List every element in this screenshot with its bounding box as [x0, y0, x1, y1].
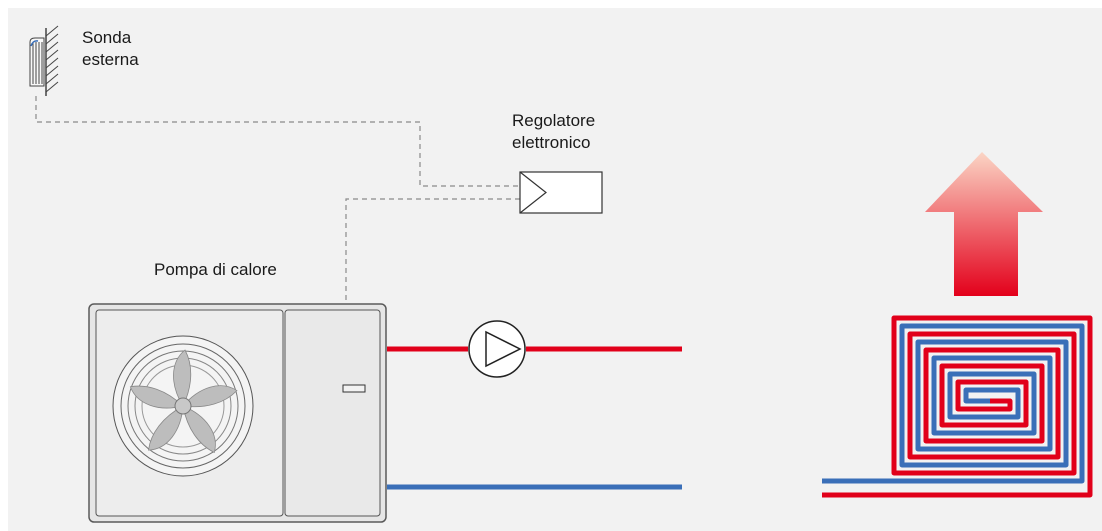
floor-heating-coil-icon	[822, 315, 1093, 498]
outdoor-sensor-icon	[29, 25, 59, 96]
heat-pump-icon	[88, 303, 387, 523]
fan-icon	[112, 335, 254, 477]
heat-pump-label: Pompa di calore	[154, 260, 277, 279]
controller-label-line1: Regolatore	[512, 111, 596, 130]
controller-icon	[519, 171, 603, 214]
sensor-signal-line	[35, 96, 520, 187]
controller-signal-line	[345, 198, 520, 304]
outdoor-sensor-label-line2: esterna	[82, 50, 139, 69]
outdoor-sensor-label: Sonda esterna	[82, 27, 139, 71]
signal-wiring	[35, 96, 520, 304]
circulation-pump-icon	[468, 320, 526, 378]
controller-label-line2: elettronico	[512, 133, 591, 152]
outdoor-sensor-label-line1: Sonda	[82, 28, 132, 47]
controller-label: Regolatore elettronico	[512, 110, 595, 154]
unit-handle	[342, 384, 366, 393]
heat-up-arrow-icon	[925, 152, 1043, 296]
